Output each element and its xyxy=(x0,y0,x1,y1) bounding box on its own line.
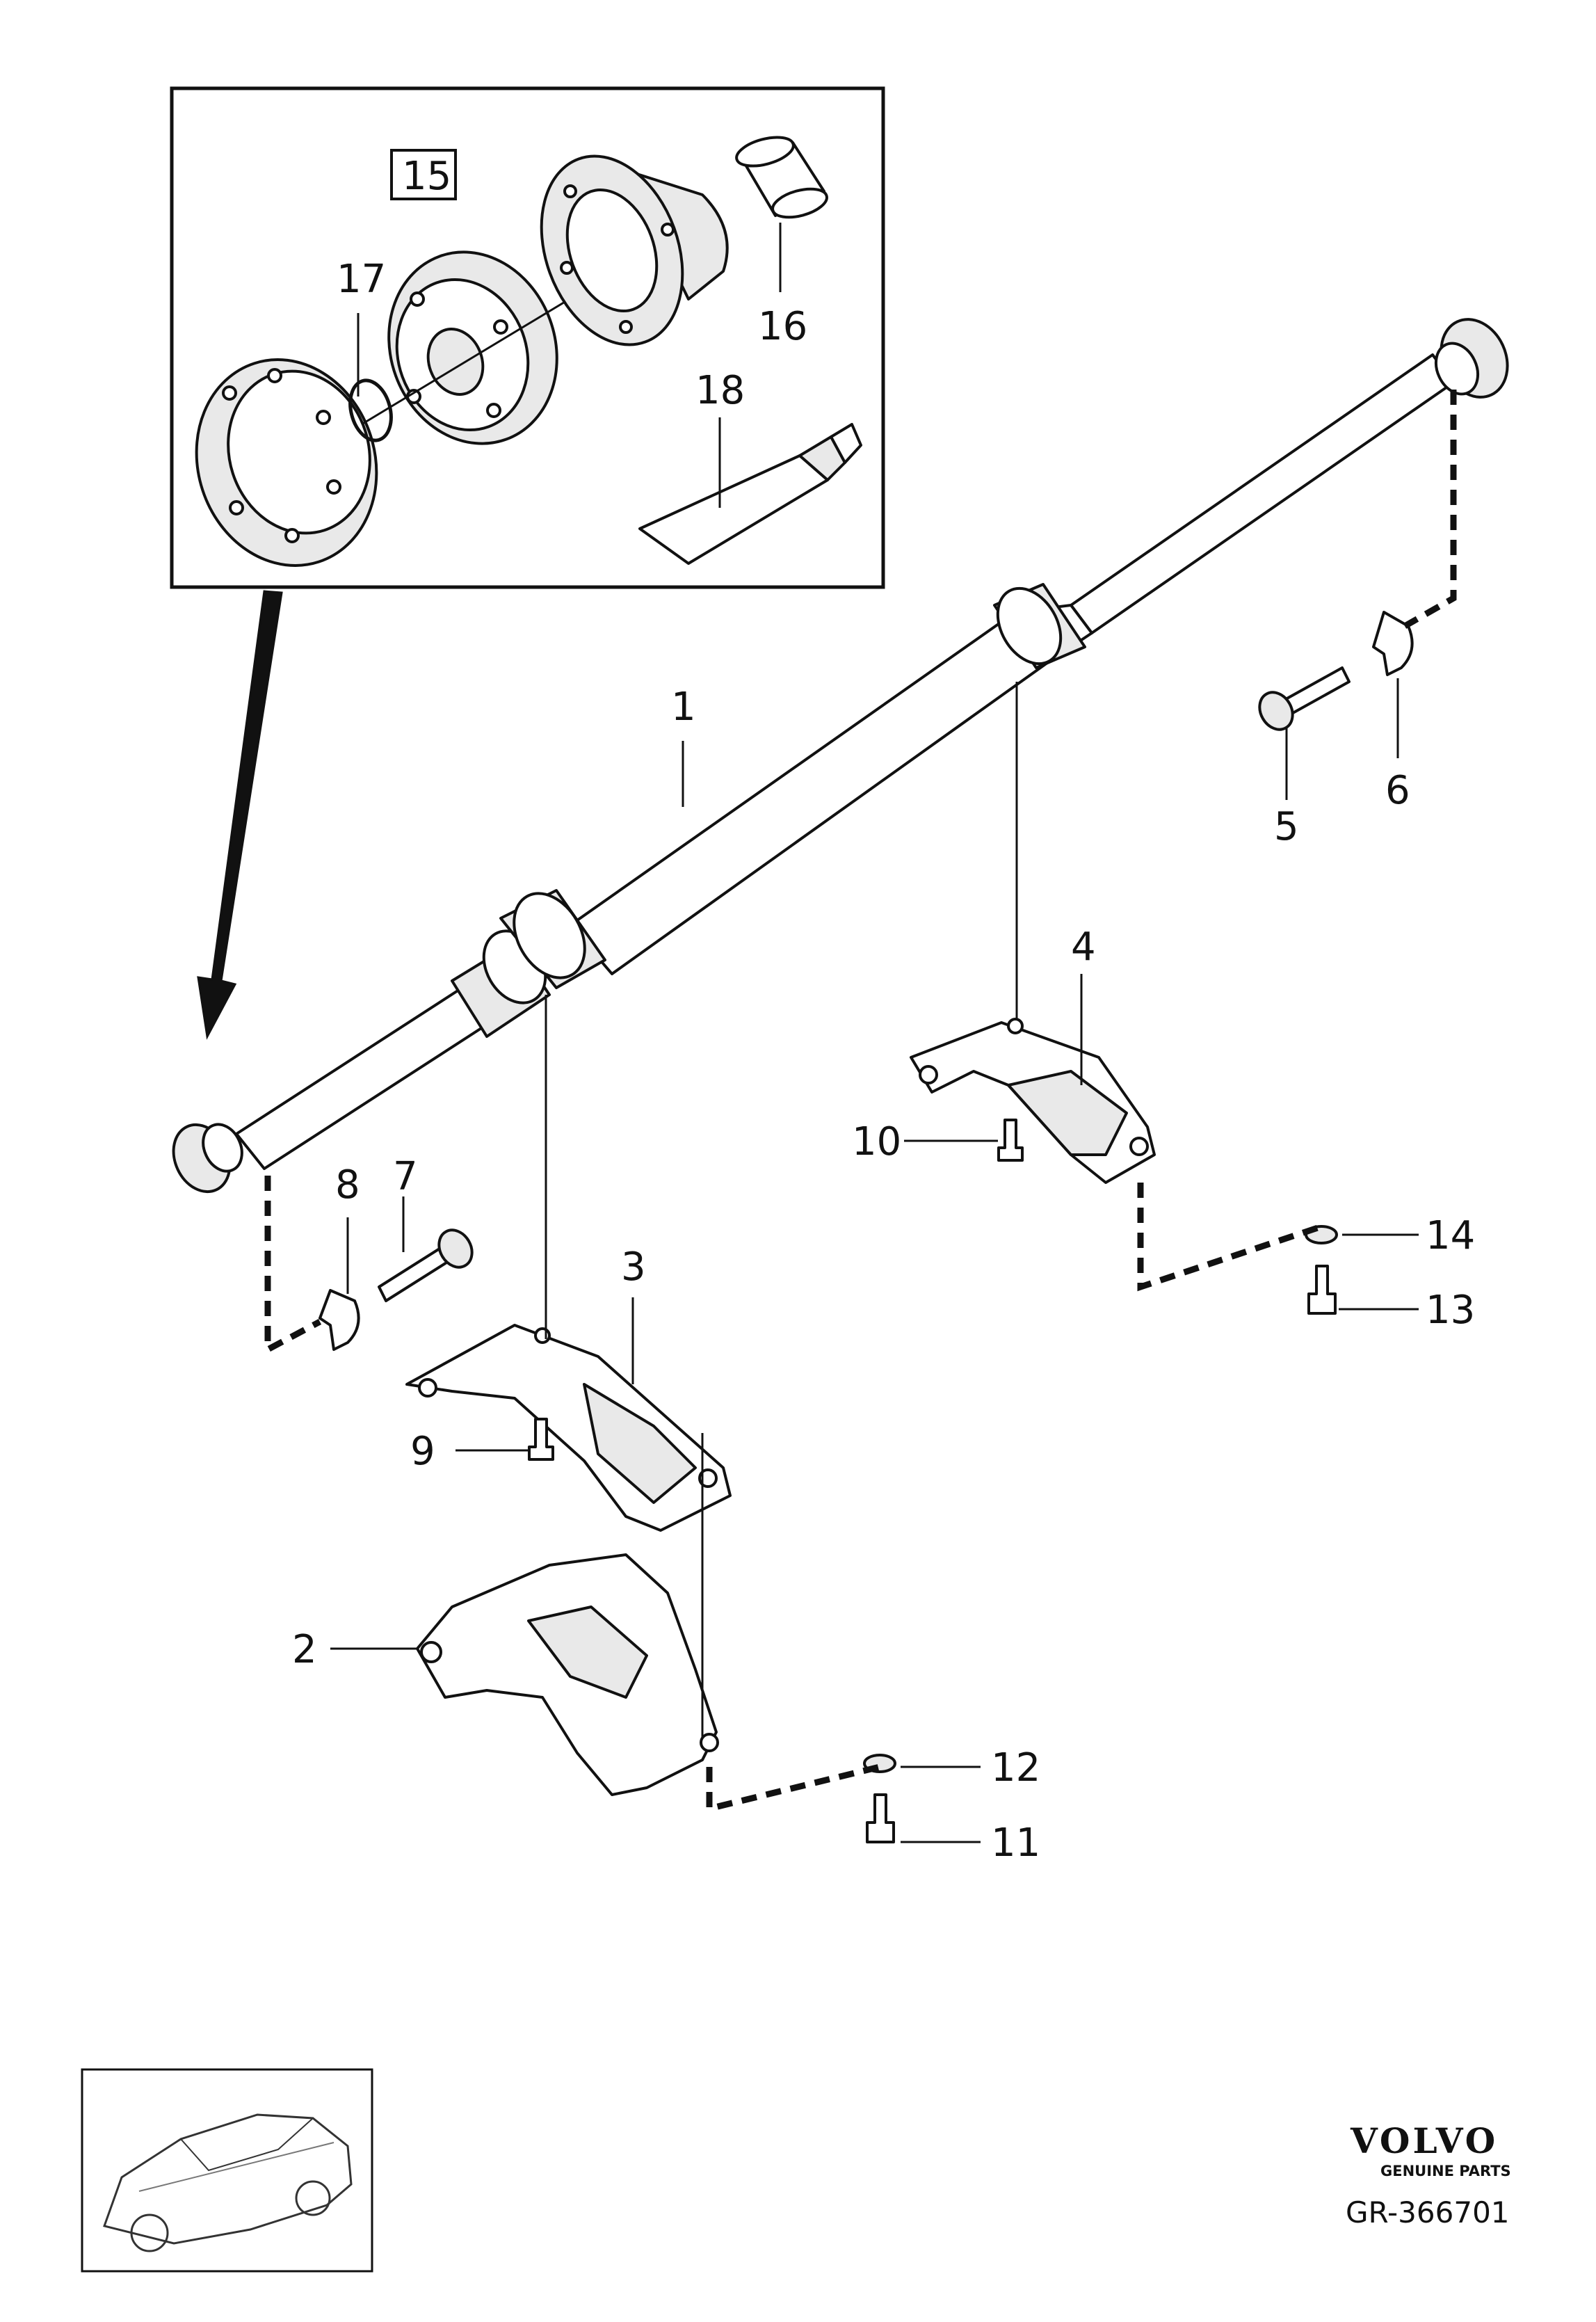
callout-6: 6 xyxy=(1385,768,1410,813)
propeller-shaft xyxy=(172,318,1509,1194)
lock-plate-8 xyxy=(319,1289,360,1351)
bolt-9 xyxy=(528,1418,554,1461)
lock-plate-6 xyxy=(1372,611,1414,676)
callout-1: 1 xyxy=(671,684,696,730)
callout-7: 7 xyxy=(393,1154,418,1199)
bolt-7 xyxy=(378,1228,474,1302)
callout-12: 12 xyxy=(991,1745,1040,1791)
bolt-13 xyxy=(1307,1265,1337,1315)
flange-cover xyxy=(195,358,378,567)
assembly-dashed-lines xyxy=(264,390,1457,1813)
callout-9: 9 xyxy=(410,1429,435,1474)
branding: VOLVO GENUINE PARTS GR-366701 xyxy=(1346,2120,1511,2229)
bracket-3 xyxy=(405,1324,732,1532)
callout-16: 16 xyxy=(758,304,807,349)
kit-label-box xyxy=(390,149,457,200)
callout-14: 14 xyxy=(1426,1213,1475,1258)
bolt-11 xyxy=(866,1793,895,1843)
callout-2: 2 xyxy=(292,1627,317,1672)
bracket-4 xyxy=(910,1018,1156,1184)
bolt-5 xyxy=(1258,666,1351,731)
cv-joint-inset: 15 xyxy=(170,86,885,589)
callout-3: 3 xyxy=(621,1244,646,1290)
cv-joint xyxy=(387,250,558,445)
seal-ring xyxy=(735,136,828,219)
inset-pointer-arrow xyxy=(197,590,283,1040)
callout-4: 4 xyxy=(1071,924,1096,970)
callout-5: 5 xyxy=(1274,804,1299,849)
callout-10: 10 xyxy=(852,1119,901,1164)
vehicle-thumbnail xyxy=(81,2068,373,2273)
callout-8: 8 xyxy=(335,1162,360,1208)
flange-hub xyxy=(540,154,729,346)
bolt-10 xyxy=(997,1119,1024,1162)
callout-11: 11 xyxy=(991,1820,1040,1866)
callout-18: 18 xyxy=(695,368,745,413)
leader-lines xyxy=(330,678,1419,1843)
heat-shield-2 xyxy=(416,1553,719,1796)
callout-17: 17 xyxy=(337,257,386,302)
circlip xyxy=(348,378,393,442)
grease-tube xyxy=(638,423,862,565)
brand-logo: VOLVO xyxy=(1350,2120,1498,2161)
callout-13: 13 xyxy=(1426,1288,1475,1333)
kit-label-15: 15 xyxy=(402,154,451,199)
drawing-reference: GR-366701 xyxy=(1346,2195,1510,2229)
brand-tagline: GENUINE PARTS xyxy=(1380,2163,1511,2179)
